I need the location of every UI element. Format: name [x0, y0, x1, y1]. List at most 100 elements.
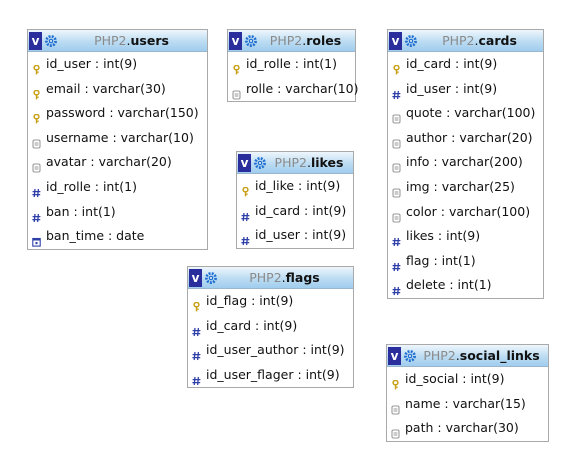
column-row[interactable]: path : varchar(30) — [387, 416, 548, 441]
column-row[interactable]: id_user_author : int(9) — [188, 338, 353, 363]
column-row[interactable]: id_card : int(9) — [388, 52, 543, 77]
text-field-icon — [232, 84, 241, 100]
numeric-field-icon — [32, 207, 41, 222]
column-row[interactable]: id_rolle : int(1) — [28, 175, 207, 200]
key-icon — [241, 181, 250, 197]
column-label: avatar : varchar(20) — [46, 154, 172, 170]
text-field-icon — [32, 157, 41, 173]
date-field-icon — [32, 231, 41, 247]
table-name: cards — [478, 33, 517, 48]
column-row[interactable]: email : varchar(30) — [28, 77, 207, 102]
column-row[interactable]: rolle : varchar(10) — [228, 77, 358, 102]
table-name: likes — [310, 155, 344, 170]
gear-icon[interactable] — [244, 34, 258, 48]
column-label: info : varchar(200) — [406, 154, 523, 170]
column-label: id_like : int(9) — [255, 178, 341, 193]
toggle-button[interactable]: v — [388, 347, 401, 365]
table-name: flags — [285, 270, 320, 285]
column-row[interactable]: id_like : int(9) — [237, 174, 353, 199]
table-header[interactable]: v PHP2.roles — [228, 30, 355, 52]
column-list: id_flag : int(9)id_card : int(9)id_user_… — [188, 289, 353, 387]
numeric-field-icon — [241, 206, 250, 221]
key-icon — [192, 296, 201, 312]
gear-icon[interactable] — [403, 349, 417, 363]
column-label: id_rolle : int(1) — [46, 178, 137, 194]
database-name: PHP2 — [94, 33, 127, 48]
table-header[interactable]: v PHP2.flags — [188, 267, 353, 289]
column-label: email : varchar(30) — [46, 80, 166, 96]
numeric-field-icon — [392, 231, 401, 247]
table-header[interactable]: v PHP2.cards — [388, 30, 543, 52]
toggle-button[interactable]: v — [389, 32, 402, 50]
key-icon — [232, 59, 241, 75]
column-row[interactable]: ban : int(1) — [28, 200, 207, 225]
column-row[interactable]: quote : varchar(100) — [388, 101, 543, 126]
column-label: img : varchar(25) — [406, 178, 515, 194]
table-users: v PHP2.users id_user : int(9) email : var… — [27, 29, 208, 250]
gear-icon[interactable] — [44, 34, 58, 48]
column-row[interactable]: author : varchar(20) — [388, 126, 543, 151]
table-social-links: v PHP2.social_links id_social : int(9) na… — [386, 344, 549, 442]
column-label: id_user : int(9) — [255, 227, 347, 243]
column-row[interactable]: id_card : int(9) — [188, 314, 353, 339]
text-field-icon — [391, 423, 400, 439]
column-row[interactable]: id_user : int(9) — [28, 52, 207, 77]
column-row[interactable]: delete : int(1) — [388, 273, 543, 298]
key-icon — [32, 84, 41, 99]
text-field-icon — [392, 133, 401, 149]
column-row[interactable]: img : varchar(25) — [388, 175, 543, 200]
column-row[interactable]: info : varchar(200) — [388, 150, 543, 175]
table-header[interactable]: v PHP2.users — [28, 30, 207, 52]
table-name: roles — [306, 33, 342, 48]
table-roles: v PHP2.roles id_rolle : int(1) rolle : va… — [227, 29, 358, 103]
table-header[interactable]: v PHP2.likes — [237, 152, 353, 174]
column-row[interactable]: color : varchar(100) — [388, 200, 543, 225]
numeric-field-icon — [192, 321, 201, 336]
numeric-field-icon — [32, 182, 41, 198]
column-row[interactable]: id_user : int(9) — [388, 77, 543, 102]
database-name: PHP2 — [442, 33, 475, 48]
column-list: id_social : int(9) name : varchar(15)path… — [387, 367, 548, 441]
key-icon — [391, 374, 400, 390]
text-field-icon — [392, 182, 401, 198]
numeric-field-icon — [392, 84, 401, 99]
column-list: id_like : int(9) id_card : int(9) id_user … — [237, 174, 353, 248]
column-label: id_social : int(9) — [405, 371, 505, 386]
key-icon — [32, 59, 41, 75]
table-name: users — [130, 33, 169, 48]
table-header[interactable]: v PHP2.social_links — [387, 345, 548, 367]
column-row[interactable]: id_user : int(9) — [237, 223, 353, 248]
table-likes: v PHP2.likes id_like : int(9) id_card : i… — [236, 151, 354, 249]
column-row[interactable]: avatar : varchar(20) — [28, 150, 207, 175]
gear-icon[interactable] — [253, 156, 267, 170]
gear-icon[interactable] — [404, 34, 418, 48]
column-row[interactable]: username : varchar(10) — [28, 126, 207, 151]
toggle-button[interactable]: v — [229, 32, 242, 50]
numeric-field-icon — [192, 370, 201, 385]
table-title: PHP2.likes — [274, 155, 344, 170]
gear-icon[interactable] — [204, 271, 218, 285]
column-row[interactable]: password : varchar(150) — [28, 101, 207, 126]
toggle-button[interactable]: v — [189, 269, 202, 287]
text-field-icon — [32, 133, 41, 149]
toggle-button[interactable]: v — [29, 32, 42, 50]
column-label: password : varchar(150) — [46, 105, 199, 121]
key-icon — [32, 108, 41, 124]
text-field-icon — [392, 207, 401, 223]
toggle-button[interactable]: v — [238, 154, 251, 172]
column-label: delete : int(1) — [406, 277, 492, 293]
column-row[interactable]: flag : int(1) — [388, 249, 543, 274]
column-row[interactable]: name : varchar(15) — [387, 392, 548, 417]
column-row[interactable]: id_social : int(9) — [387, 367, 548, 392]
column-label: id_rolle : int(1) — [246, 56, 337, 71]
column-label: id_card : int(9) — [406, 56, 498, 71]
column-row[interactable]: likes : int(9) — [388, 224, 543, 249]
numeric-field-icon — [392, 256, 401, 271]
column-label: id_flag : int(9) — [206, 293, 294, 308]
column-row[interactable]: id_user_flager : int(9) — [188, 363, 353, 388]
column-row[interactable]: ban_time : date — [28, 224, 207, 249]
column-row[interactable]: id_card : int(9) — [237, 199, 353, 224]
numeric-field-icon — [192, 345, 201, 361]
column-row[interactable]: id_rolle : int(1) — [228, 52, 355, 77]
column-row[interactable]: id_flag : int(9) — [188, 289, 353, 314]
